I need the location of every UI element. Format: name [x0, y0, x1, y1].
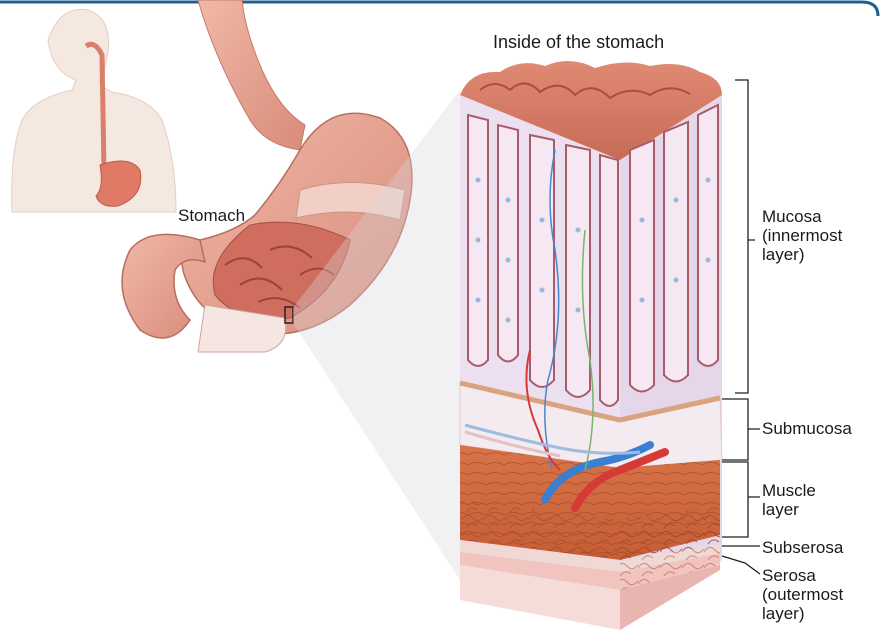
tissue-block: [460, 61, 722, 630]
layer-brackets: [722, 80, 760, 574]
stomach-label: Stomach: [178, 206, 245, 225]
mucosa-label-line3: layer): [762, 245, 842, 264]
serosa-label-line2: (outermost: [762, 585, 843, 604]
bracket-mucosa: [735, 80, 755, 393]
mucosa-label: Mucosa (innermost layer): [762, 207, 842, 264]
muscle-label-line1: Muscle: [762, 481, 816, 500]
submucosa-label: Submucosa: [762, 419, 852, 438]
esophagus: [198, 0, 305, 150]
serosa-label: Serosa (outermost layer): [762, 566, 843, 623]
serosa-label-line1: Serosa: [762, 566, 843, 585]
diagram-title: Inside of the stomach: [493, 33, 664, 52]
mucosa-label-line2: (innermost: [762, 226, 842, 245]
bracket-submucosa: [722, 399, 760, 460]
bracket-muscle: [722, 462, 760, 537]
mucosa-label-line1: Mucosa: [762, 207, 842, 226]
serosa-label-line3: layer): [762, 604, 843, 623]
frame-border: [0, 2, 878, 16]
subserosa-label: Subserosa: [762, 538, 843, 557]
body-silhouette-inset: [12, 9, 176, 212]
muscle-label: Muscle layer: [762, 481, 816, 519]
muscle-label-line2: layer: [762, 500, 816, 519]
pointer-serosa: [722, 556, 760, 574]
